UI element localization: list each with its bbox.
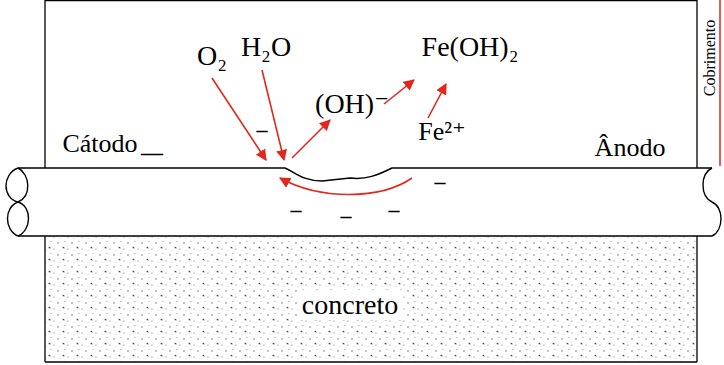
concrete-fill [45, 236, 697, 362]
reaction-arrows [212, 70, 446, 195]
dimension-label: Cobrimento [702, 20, 718, 96]
electrode-label: Cátodo [62, 131, 137, 157]
chemical-formula: H₂O [241, 33, 291, 61]
charge-sign: – [435, 171, 446, 193]
cover-mark [719, 0, 721, 166]
electrode-label: Ânodo [595, 135, 666, 161]
chemical-formula: Fe²⁺ [418, 119, 466, 145]
charge-sign: –– [141, 142, 163, 164]
charge-sign: – [389, 199, 400, 221]
material-label: concreto [298, 290, 402, 320]
charge-sign: – [341, 205, 352, 227]
chemical-formula: (OH)⁻ [315, 90, 389, 118]
chemical-formula: Fe(OH)₂ [422, 33, 519, 61]
rebar [6, 168, 721, 236]
chemical-formula: O₂ [197, 42, 227, 70]
charge-sign: – [257, 119, 268, 141]
charge-sign: – [291, 199, 302, 221]
